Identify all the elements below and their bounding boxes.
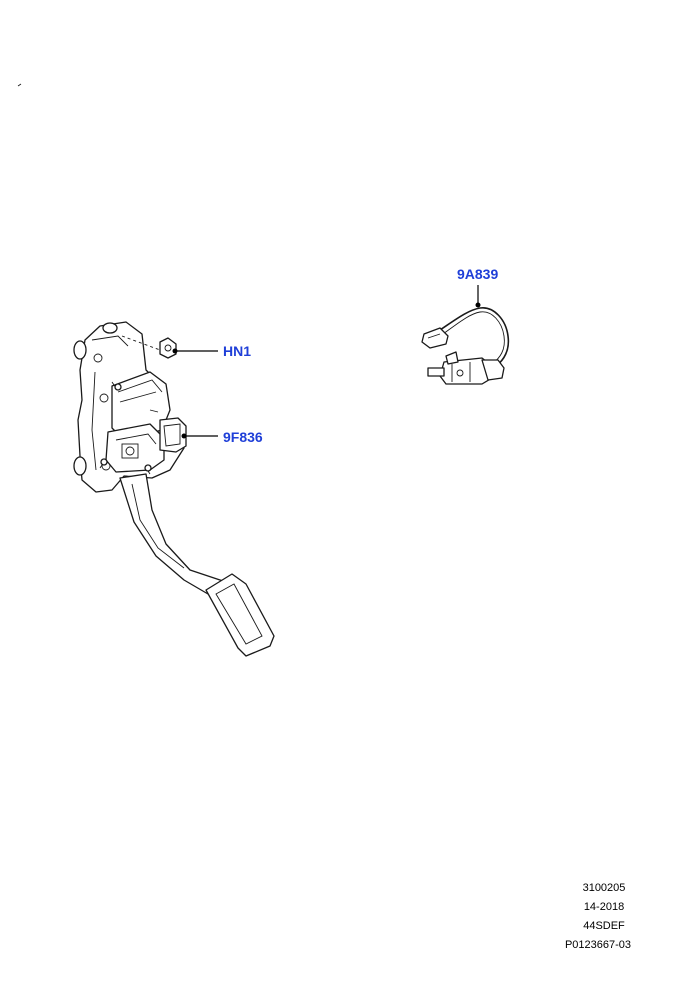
ref-line-2: 14-2018	[584, 901, 624, 913]
ref-line-1: 3100205	[583, 882, 626, 894]
sensor-harness-9a839	[421, 285, 510, 385]
callout-9a839: 9A839	[457, 266, 498, 282]
leader-hn1-dot	[172, 348, 178, 354]
reference-block: 3100205 14-2018 44SDEF P0123667-03	[565, 882, 631, 951]
leader-9f836-dot	[181, 433, 187, 439]
callout-hn1: HN1	[223, 343, 251, 359]
ref-line-3: 44SDEF	[583, 920, 625, 932]
accelerator-pedal-assembly	[73, 321, 275, 657]
callout-9f836: 9F836	[223, 429, 263, 445]
speck-mark	[17, 83, 22, 87]
leader-9a839-dot	[475, 302, 481, 308]
nut-hn1	[121, 335, 177, 359]
ref-line-4: P0123667-03	[565, 939, 631, 951]
